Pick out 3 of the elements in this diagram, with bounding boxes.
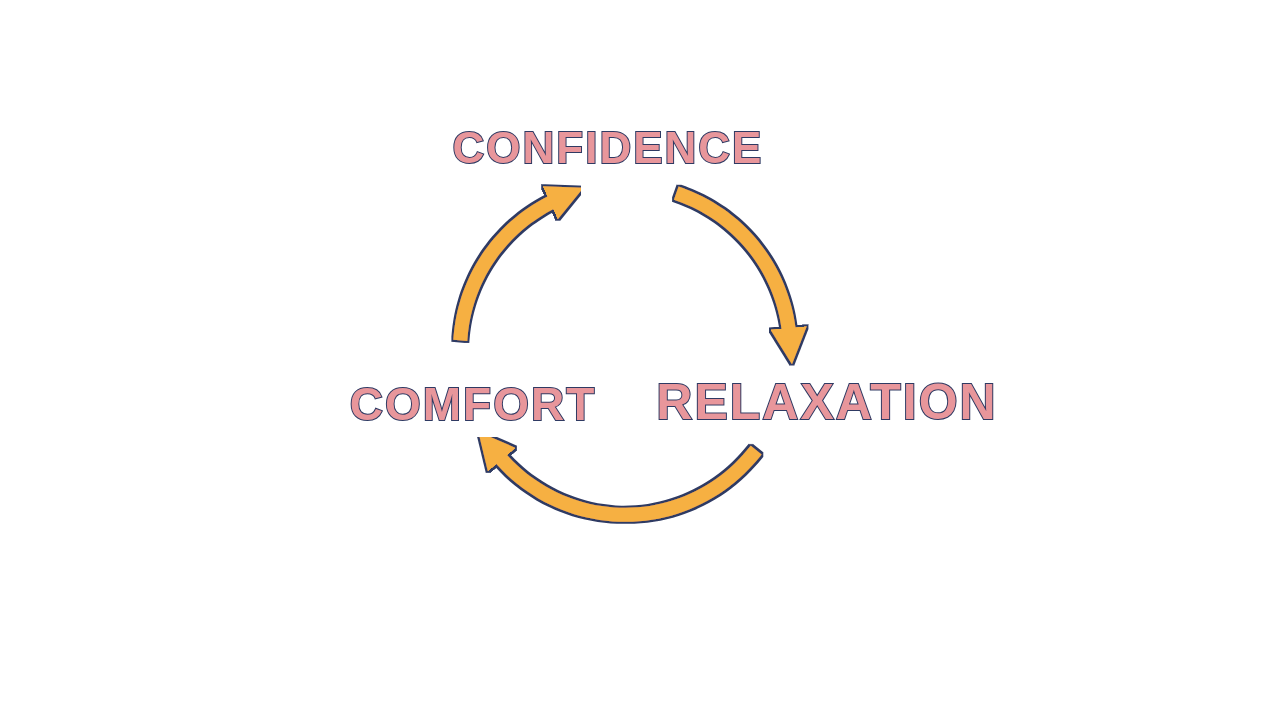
- cycle-label: CONFIDENCE: [452, 123, 764, 173]
- cycle-label: RELAXATION: [656, 374, 998, 430]
- cycle-label: COMFORT: [349, 378, 597, 430]
